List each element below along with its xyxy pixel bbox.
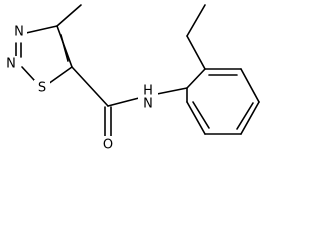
bond-n-c4 [25,25,58,34]
bond-s-n [21,66,35,81]
molecule-structure-diagram: N N S H N O [3,4,260,153]
bond-ch2-ch3 [186,4,206,37]
bond-carbonyl-n [107,97,140,107]
atom-h-amide: H [143,84,153,99]
bond-ar-inner-b [236,102,254,130]
bond-c4-c5-b [60,34,69,62]
atom-n-left: N [6,57,16,72]
benzene-ring-bonds [186,68,260,135]
atom-labels: N N S H N O [3,24,158,153]
thiadiazole-ring-bonds [15,4,82,85]
bond-n-aryl [156,87,188,95]
bond-ar-6-1 [186,101,206,135]
bond-c4-methyl [56,4,82,27]
atom-n-top: N [14,25,24,40]
bond-c5-s [47,66,73,85]
ethyl-bonds [186,4,206,70]
bond-ar-inner-c [192,101,210,129]
bond-ar-ch2 [186,35,206,70]
bond-c5-carbonyl [71,66,109,107]
atom-s-ring: S [38,81,46,96]
amide-bonds [71,66,188,137]
atom-n-amide: N [143,97,153,112]
atom-o-carbonyl: O [103,138,113,153]
bond-ar-3-4 [240,68,260,103]
bond-ar-1-2 [186,68,206,89]
bond-ar-4-5 [240,101,260,135]
